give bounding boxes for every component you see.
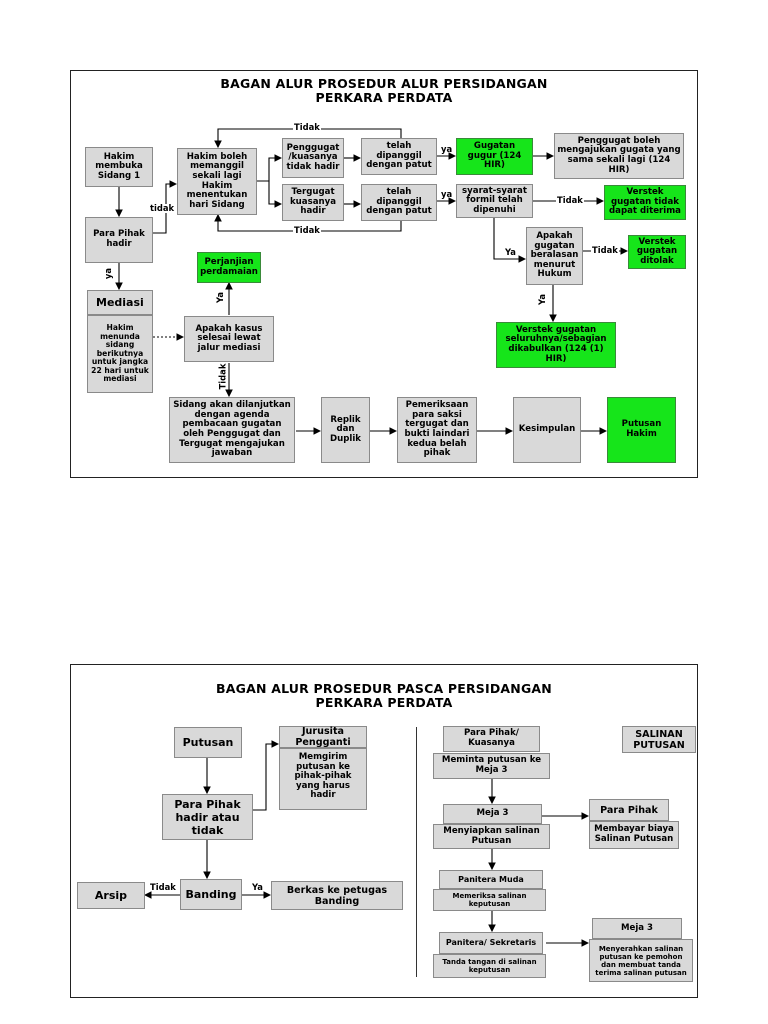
box-perjanjian-perdamaian: Perjanjian perdamaian <box>197 252 261 283</box>
label-ya-apakah: Ya <box>504 247 517 257</box>
box-syarat-formil: syarat-syarat formil telah dipenuhi <box>456 184 533 218</box>
box-telah-dipanggil-2: telah dipanggil dengan patut <box>361 184 437 221</box>
box-berkas-ke-petugas-banding: Berkas ke petugas Banding <box>271 881 403 910</box>
box-para-pihak-body: Membayar biaya Salinan Putusan <box>589 821 679 849</box>
box-meja3-header: Meja 3 <box>443 804 542 824</box>
box-apakah-gugatan-beralasan: Apakah gugatan beralasan menurut Hukum <box>526 227 583 285</box>
title-line-2: PERKARA PERDATA <box>315 90 453 105</box>
box-panitera-muda-body: Memeriksa salinan keputusan <box>433 889 546 911</box>
label-ya-perjanjian: Ya <box>214 292 225 303</box>
label-tidak-bottom: Tidak <box>293 225 321 235</box>
box-panitera-muda-header: Panitera Muda <box>439 870 543 889</box>
label-tidak: Tidak <box>150 882 176 892</box>
label-ya: Ya <box>252 882 263 892</box>
box-putusan: Putusan <box>174 727 242 758</box>
box-verstek-tidak-diterima: Verstek gugatan tidak dapat diterima <box>604 185 686 220</box>
box-salinan-putusan: SALINAN PUTUSAN <box>622 726 696 753</box>
panel-title: BAGAN ALUR PROSEDUR ALUR PERSIDANGAN PER… <box>71 77 697 105</box>
box-apakah-kasus-selesai: Apakah kasus selesai lewat jalur mediasi <box>184 316 274 362</box>
label-tidak-syarat: Tidak <box>556 195 584 205</box>
box-para-pihak-kuasanya: Para Pihak/ Kuasanya <box>443 726 540 752</box>
label-tidak-selesai: Tidak <box>217 363 228 390</box>
title-line-1: BAGAN ALUR PROSEDUR ALUR PERSIDANGAN <box>220 76 548 91</box>
box-verstek-dikabulkan: Verstek gugatan seluruhnya/sebagian dika… <box>496 322 616 368</box>
box-meja3-body: Menyiapkan salinan Putusan <box>433 824 550 849</box>
label-tidak-top: Tidak <box>293 122 321 132</box>
box-meminta-putusan: Meminta putusan ke Meja 3 <box>433 753 550 779</box>
label-ya-dikabulkan: Ya <box>536 294 547 305</box>
connector-arrows <box>143 740 590 947</box>
box-para-pihak-hadir: Para Pihak hadir <box>85 217 153 263</box>
box-hakim-menunda: Hakim menunda sidang berikutnya untuk ja… <box>87 315 153 393</box>
box-telah-dipanggil-1: telah dipanggil dengan patut <box>361 138 437 175</box>
box-kesimpulan: Kesimpulan <box>513 397 581 463</box>
title-line-2: PERKARA PERDATA <box>315 695 453 710</box>
panel-title: BAGAN ALUR PROSEDUR PASCA PERSIDANGAN PE… <box>71 682 697 710</box>
label-ya-para-pihak: ya <box>103 267 114 280</box>
label-ya-1: ya <box>441 144 453 154</box>
box-jurusita-body: Memgirim putusan ke pihak-pihak yang har… <box>279 748 367 810</box>
title-line-1: BAGAN ALUR PROSEDUR PASCA PERSIDANGAN <box>216 681 552 696</box>
box-panitera-sekretaris-header: Panitera/ Sekretaris <box>439 932 543 954</box>
box-putusan-hakim: Putusan Hakim <box>607 397 676 463</box>
box-sidang-dilanjutkan: Sidang akan dilanjutkan dengan agenda pe… <box>169 397 295 463</box>
box-mediasi: Mediasi <box>87 290 153 315</box>
label-tidak-left: tidak <box>149 203 176 213</box>
box-hakim-membuka-sidang: Hakim membuka Sidang 1 <box>85 147 153 187</box>
box-meja3b-header: Meja 3 <box>592 918 682 939</box>
box-replik-duplik: Replik dan Duplik <box>321 397 370 463</box>
box-hakim-boleh-memanggil: Hakim boleh memanggil sekali lagi Hakim … <box>177 148 257 215</box>
box-verstek-ditolak: Verstek gugatan ditolak <box>628 235 686 269</box>
label-tidak-apakah: Tidak <box>591 245 619 255</box>
divider-line <box>416 727 417 977</box>
box-tergugat-kuasanya-hadir: Tergugat kuasanya hadir <box>282 184 344 221</box>
box-arsip: Arsip <box>77 882 145 909</box>
box-penggugat-tidak-hadir: Penggugat /kuasanya tidak hadir <box>282 138 344 178</box>
connector-arrows <box>115 128 629 435</box>
box-pemeriksaan-saksi: Pemeriksaan para saksi tergugat dan bukt… <box>397 397 477 463</box>
flowchart-panel-persidangan: BAGAN ALUR PROSEDUR ALUR PERSIDANGAN PER… <box>70 70 698 478</box>
label-ya-2: ya <box>441 189 453 199</box>
box-para-pihak-hadir-atau-tidak: Para Pihak hadir atau tidak <box>162 794 253 840</box>
box-panitera-sekretaris-body: Tanda tangan di salinan keputusan <box>433 954 546 978</box>
box-meja3b-body: Menyerahkan salinan putusan ke pemohon d… <box>589 939 693 982</box>
box-gugatan-gugur: Gugatan gugur (124 HIR) <box>456 138 533 175</box>
box-penggugat-boleh-mengajukan: Penggugat boleh mengajukan gugata yang s… <box>554 133 684 179</box>
box-jurusita-header: Jurusita Pengganti <box>279 726 367 748</box>
box-para-pihak-header: Para Pihak <box>589 799 669 821</box>
box-banding: Banding <box>180 879 242 910</box>
flowchart-panel-pasca-persidangan: BAGAN ALUR PROSEDUR PASCA PERSIDANGAN PE… <box>70 664 698 998</box>
